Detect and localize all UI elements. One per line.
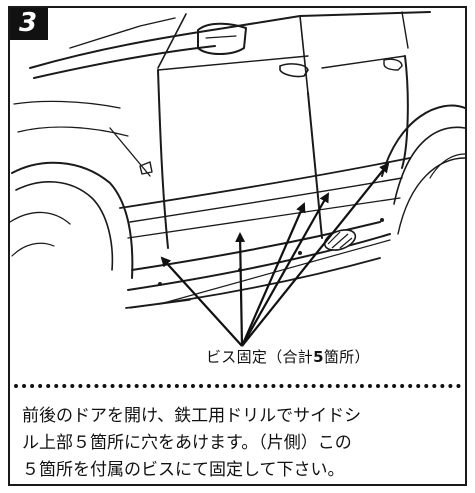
- arrow-screw-4: [241, 192, 329, 347]
- arrow-screw-1: [160, 256, 243, 347]
- instruction-line: 前後のドアを開け、鉄工用ドリルでサイドシ: [22, 406, 362, 426]
- arrow-screw-2: [235, 232, 246, 347]
- dotted-divider: [14, 384, 461, 388]
- instruction-line: ル上部５箇所に穴をあけます。（片側）この: [22, 433, 352, 453]
- figure-caption: ビス固定（合計5箇所）: [206, 346, 370, 367]
- step-number-badge: 3: [10, 8, 48, 40]
- caption-count: 5: [313, 348, 324, 366]
- step-number: 3: [18, 8, 38, 38]
- instruction-text: 前後のドアを開け、鉄工用ドリルでサイドシ ル上部５箇所に穴をあけます。（片側）こ…: [22, 403, 462, 484]
- instruction-step-panel: 3: [8, 6, 467, 486]
- caption-prefix: ビス固定（合計: [206, 348, 314, 366]
- screw-location-arrows: [160, 162, 390, 347]
- car-side-illustration: [10, 11, 465, 347]
- instruction-line: ５箇所を付属のビスにて固定して下さい。: [22, 460, 345, 480]
- arrow-screw-5: [241, 162, 390, 347]
- arrow-screw-3: [240, 202, 306, 347]
- caption-suffix: 箇所）: [323, 348, 370, 366]
